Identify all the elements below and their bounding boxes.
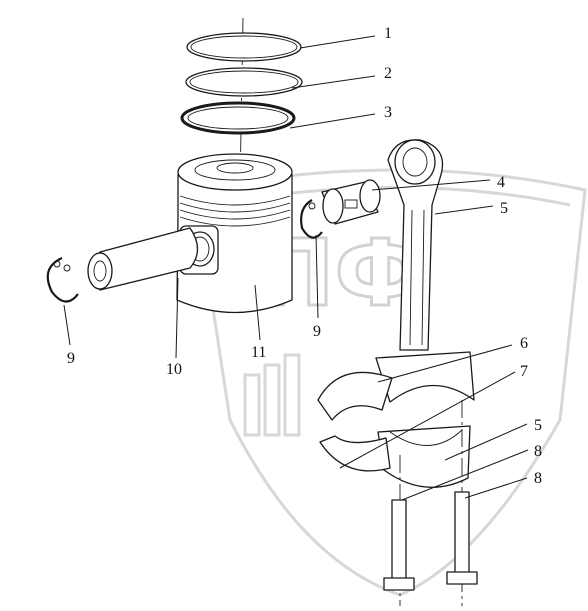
callout-5-lower: 5 <box>534 417 542 434</box>
callout-9-right: 9 <box>313 323 321 340</box>
callout-9-left: 9 <box>67 350 75 367</box>
callout-5-upper: 5 <box>500 200 508 217</box>
right-snap-ring <box>300 199 323 239</box>
callout-4: 4 <box>497 174 505 191</box>
callout-11: 11 <box>251 344 266 361</box>
left-snap-ring <box>46 256 79 303</box>
upper-bearing-shell <box>317 371 393 421</box>
connecting-rod <box>375 139 475 488</box>
callout-8-lower: 8 <box>534 470 542 487</box>
callout-3: 3 <box>384 104 392 121</box>
callout-7: 7 <box>520 363 528 380</box>
small-end-bushing <box>321 179 381 225</box>
left-rod-bolt <box>383 455 415 606</box>
lower-bearing-shell <box>319 435 391 472</box>
callout-10: 10 <box>166 361 182 378</box>
piston <box>176 153 293 314</box>
leader-lines <box>63 35 529 501</box>
callout-8-upper: 8 <box>534 443 542 460</box>
right-rod-bolt <box>446 400 478 606</box>
callout-2: 2 <box>384 65 392 82</box>
piston-pin <box>87 227 199 291</box>
second-compression-ring <box>185 67 303 97</box>
callout-1: 1 <box>384 25 392 42</box>
oil-control-ring <box>180 101 296 135</box>
callout-6: 6 <box>520 335 528 352</box>
top-compression-ring <box>186 32 302 62</box>
